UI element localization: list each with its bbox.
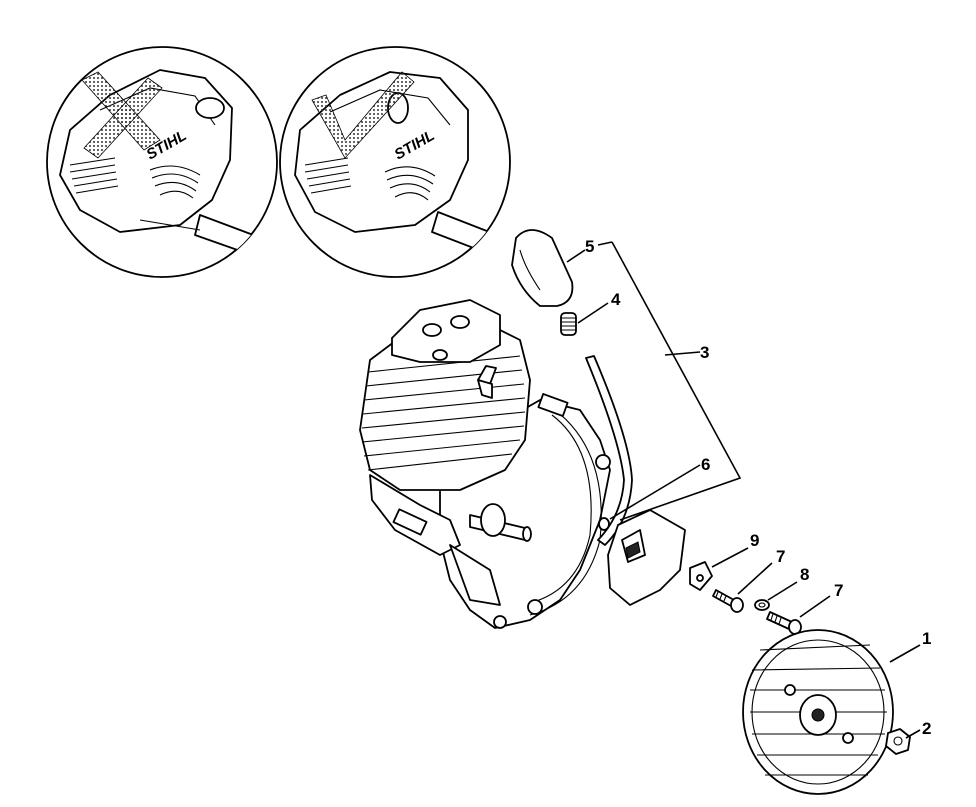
callout-7a: 7 — [776, 547, 785, 566]
callout-5: 5 — [585, 237, 594, 256]
part-9-bracket — [689, 561, 713, 591]
callout-7b: 7 — [834, 581, 843, 600]
part-6-grommet — [598, 517, 610, 531]
leader-lines — [566, 241, 921, 739]
inset-correct: STIHL — [279, 46, 511, 278]
check-marker — [311, 71, 415, 159]
callout-3: 3 — [700, 343, 709, 362]
engine-assembly — [359, 299, 611, 629]
part-switch-housing — [607, 509, 686, 606]
part-3-cable — [585, 355, 633, 546]
callout-2: 2 — [922, 719, 931, 738]
callout-6: 6 — [701, 455, 710, 474]
part-8-washer — [754, 599, 770, 611]
part-1-flywheel — [742, 629, 894, 795]
part-2-nut — [885, 728, 911, 755]
part-4-spring — [560, 312, 577, 336]
callout-9: 9 — [750, 531, 759, 550]
inset-incorrect: STIHL — [46, 46, 278, 278]
callout-8: 8 — [800, 565, 809, 584]
callout-4: 4 — [611, 290, 621, 309]
callout-1: 1 — [922, 629, 931, 648]
part-7-screw-a — [712, 589, 744, 613]
part-7-screw-b — [766, 611, 802, 635]
part-5-cap — [511, 229, 574, 307]
